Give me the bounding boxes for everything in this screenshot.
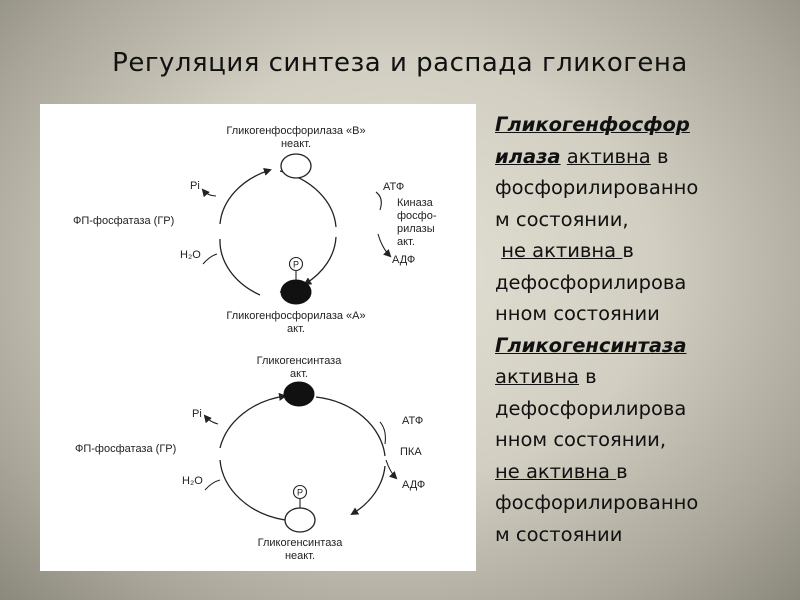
text-line-3: фосфорилированно: [495, 172, 785, 204]
phosphorylase-b-circle: [280, 153, 312, 179]
phosphorylase-adp-arrow: [377, 233, 392, 258]
synthase-phosphate-label: P: [297, 488, 303, 498]
synthase-h2o-arrow: [204, 479, 221, 491]
synthase-inactive-words: не активна: [495, 459, 617, 483]
text-fragment: м состоянии,: [495, 207, 629, 231]
phosphorylase-adp-label: АДФ: [392, 254, 416, 266]
synthase-pi-label: Pi: [192, 408, 202, 420]
text-fragment: фосфорилированно: [495, 491, 699, 514]
synthase-h2o-label: H₂O: [182, 475, 203, 487]
synthase-arc-bottom-left: [219, 459, 286, 521]
synthase-arc-top-left: [219, 392, 287, 449]
synthase-inactive-name: Гликогенсинтаза: [257, 537, 343, 549]
synthase-inactive-state: неакт.: [284, 550, 316, 562]
text-line-11: нном состоянии,: [495, 424, 785, 456]
text-fragment: в: [578, 365, 597, 388]
kinase-line-3: рилазы: [397, 223, 435, 235]
synthase-pi-arrow: [203, 414, 219, 425]
text-line-12: не активна в: [495, 456, 785, 488]
phosphorylase-phosphatase-label: ФП-фосфатаза (ГР): [73, 215, 175, 227]
text-fragment: в: [650, 144, 669, 168]
text-fragment: дефосфорилирова: [495, 270, 687, 294]
synthase-active-state: акт.: [290, 368, 308, 380]
phosphorylase-b-name: Гликогенфосфорилаза «В»: [226, 125, 366, 137]
synthase-inactive-circle: [284, 507, 316, 533]
text-line-4: м состоянии,: [495, 204, 785, 236]
synthase-arc-top-right: [315, 396, 386, 457]
phosphorylase-kinase-label: Киназа фосфо- рилазы акт.: [397, 197, 437, 249]
text-line-5: не активна в: [495, 235, 785, 267]
phosphorylase-atp-label: АТФ: [383, 181, 405, 193]
text-fragment: нном состоянии,: [495, 428, 667, 451]
synthase-adp-label: АДФ: [402, 479, 426, 491]
phosphorylase-inactive-words: не активна: [501, 239, 623, 262]
slide-title: Регуляция синтеза и распада гликогена: [112, 48, 688, 78]
synthase-atp-arrow: [379, 421, 386, 445]
synthase-phosphatase-label: ФП-фосфатаза (ГР): [75, 443, 177, 455]
text-line-9: активна в: [495, 361, 785, 393]
phosphorylase-pi-label: Pi: [190, 180, 200, 192]
synthase-atp-label: АТФ: [402, 415, 424, 427]
text-line-1: Гликогенфосфор: [495, 109, 785, 141]
text-fragment: фосфорилированно: [495, 176, 699, 199]
phosphorylase-arc-bottom-right: [303, 236, 337, 286]
phosphorylase-term-part1: Гликогенфосфор: [495, 113, 690, 136]
phosphorylase-active-word: активна: [566, 144, 651, 168]
text-line-6: дефосфорилирова: [495, 267, 785, 299]
phosphorylase-h2o-arrow: [202, 253, 218, 265]
text-line-8: Гликогенсинтаза: [495, 330, 785, 362]
synthase-active-name: Гликогенсинтаза: [256, 355, 342, 367]
text-fragment: в: [616, 459, 628, 483]
phosphorylase-a-circle: [280, 279, 312, 305]
regulation-diagram: P P Гликогенфосфорилаза «В» неакт. Pi ФП…: [40, 104, 476, 571]
synthase-active-circle: [283, 381, 315, 407]
text-line-13: фосфорилированно: [495, 487, 785, 519]
phosphorylase-pi-arrow: [201, 188, 217, 198]
phosphorylase-a-state: акт.: [287, 323, 305, 335]
synthase-term: Гликогенсинтаза: [495, 333, 687, 357]
kinase-line-4: акт.: [397, 236, 415, 248]
text-line-2: илаза активна в: [495, 141, 785, 173]
phosphorylase-term-part2: илаза: [495, 144, 561, 168]
text-fragment: в: [622, 239, 634, 262]
synthase-adp-arrow: [385, 459, 398, 480]
phosphorylase-h2o-label: H₂O: [180, 249, 201, 261]
phosphorylase-b-state: неакт.: [280, 138, 312, 150]
phosphorylase-a-name: Гликогенфосфорилаза «А»: [226, 310, 366, 322]
phosphorylase-arc-top-right: [279, 170, 337, 228]
synthase-arc-bottom-right: [350, 465, 386, 516]
explanation-text: Гликогенфосфор илаза активна в фосфорили…: [495, 109, 785, 550]
synthase-pka-label: ПКА: [400, 446, 422, 458]
text-line-7: нном состоянии: [495, 298, 785, 330]
diagram-graphics: P P: [201, 153, 398, 533]
kinase-line-2: фосфо-: [397, 210, 437, 222]
phosphorylase-arc-top-left: [219, 168, 272, 225]
text-line-10: дефосфорилирова: [495, 393, 785, 425]
phosphorylase-cycle: [201, 153, 392, 305]
phosphorylase-phosphate-label: P: [293, 260, 299, 270]
text-fragment: м состоянии: [495, 522, 623, 546]
text-fragment: нном состоянии: [495, 302, 660, 325]
synthase-active-word: активна: [495, 365, 579, 388]
text-line-14: м состоянии: [495, 519, 785, 551]
phosphorylase-arc-bottom-left: [219, 238, 261, 296]
kinase-line-1: Киназа: [397, 197, 433, 209]
synthase-cycle: [203, 381, 398, 533]
text-fragment: дефосфорилирова: [495, 396, 687, 420]
phosphorylase-atp-arrow: [375, 191, 382, 211]
